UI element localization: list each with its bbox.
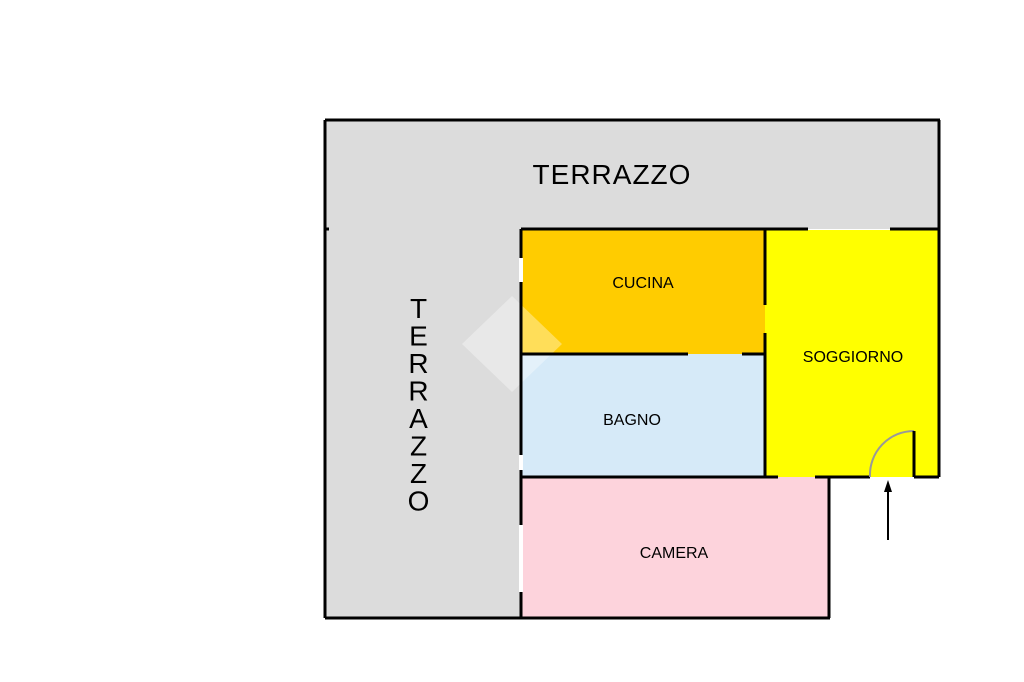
house-logo-watermark	[462, 296, 562, 392]
entrance-arrow-icon	[884, 480, 892, 540]
cucina-room	[522, 230, 765, 354]
terrazzo-area	[326, 121, 939, 617]
terrazzo-top-label: TERRAZZO	[533, 159, 692, 190]
soggiorno-label: SOGGIORNO	[803, 349, 903, 366]
camera-label: CAMERA	[640, 545, 709, 562]
bagno-label: BAGNO	[603, 412, 661, 429]
walls	[323, 118, 941, 620]
bagno-room	[522, 354, 765, 477]
door-swing	[868, 429, 916, 478]
cucina-label: CUCINA	[612, 275, 674, 292]
camera-room	[522, 477, 829, 617]
soggiorno-room	[765, 230, 939, 477]
